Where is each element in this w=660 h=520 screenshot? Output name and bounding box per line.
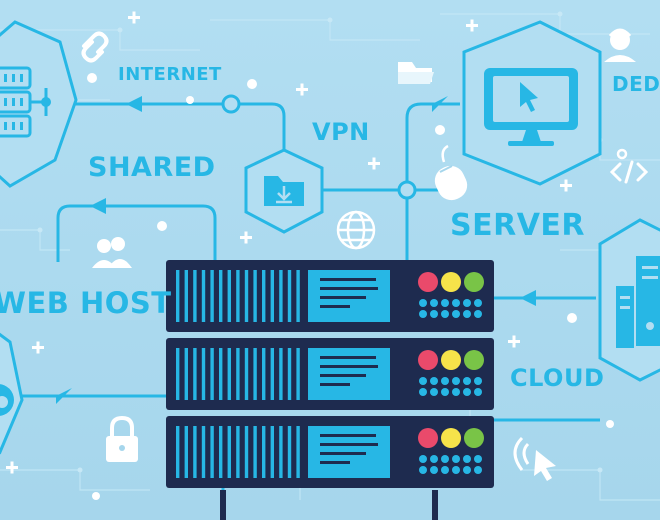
status-led: [441, 350, 461, 370]
server-rack-icon: [0, 20, 78, 188]
server-unit-2: [166, 338, 494, 410]
status-led: [418, 272, 438, 292]
support-agent-icon: [604, 28, 636, 62]
status-led: [464, 428, 484, 448]
label-web-host: WEB HOST: [0, 286, 172, 320]
users-icon: [92, 237, 132, 268]
mouse-icon: [434, 144, 468, 201]
server-tower-icon: [598, 218, 660, 382]
connector-nodes: [221, 94, 417, 200]
status-led: [418, 350, 438, 370]
status-led: [418, 428, 438, 448]
click-pointer-icon: [513, 436, 556, 481]
label-cloud: CLOUD: [510, 364, 605, 392]
folder-icon: [398, 62, 434, 84]
globe-icon: [336, 210, 376, 250]
arrow-heads: [56, 96, 536, 404]
status-led: [464, 350, 484, 370]
rack-leg-right: [432, 490, 438, 520]
cloud-icon: [0, 332, 24, 455]
decorative-dots: [87, 73, 614, 500]
status-led: [441, 428, 461, 448]
label-dedicated: DED: [612, 72, 660, 96]
label-internet: INTERNET: [118, 64, 222, 85]
server-unit-3: [166, 416, 494, 488]
padlock-icon: [106, 415, 138, 462]
chain-link-icon: [81, 31, 109, 63]
code-icon: [609, 148, 649, 184]
status-led: [441, 272, 461, 292]
rack-leg-left: [220, 490, 226, 520]
server-unit-1: [166, 260, 494, 332]
monitor-cursor-icon: [462, 20, 602, 186]
label-vpn: VPN: [312, 118, 370, 146]
status-led: [464, 272, 484, 292]
server-rack: [166, 260, 494, 520]
decorative-plus-signs: [6, 11, 572, 474]
label-shared: SHARED: [88, 152, 216, 183]
label-server: SERVER: [450, 208, 586, 243]
download-folder-icon: [244, 148, 324, 234]
